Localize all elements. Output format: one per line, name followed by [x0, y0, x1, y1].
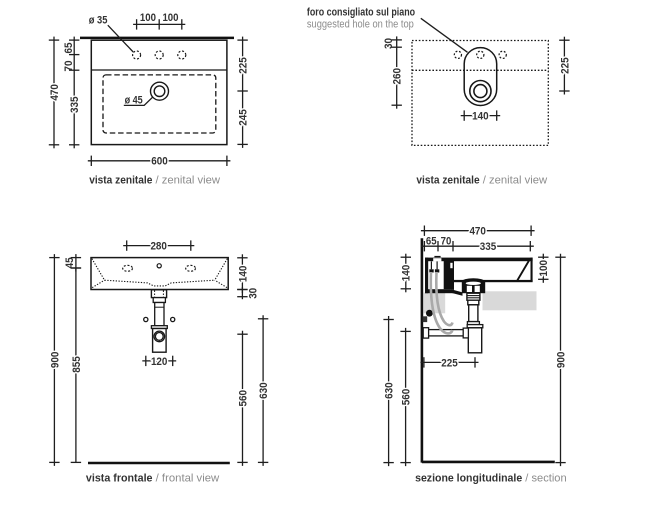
svg-text:suggested hole on the top: suggested hole on the top	[307, 18, 414, 30]
svg-text:70: 70	[441, 235, 452, 247]
svg-text:280: 280	[150, 241, 167, 253]
svg-text:560: 560	[401, 389, 413, 406]
svg-text:630: 630	[384, 382, 396, 399]
svg-text:45: 45	[64, 257, 76, 268]
svg-text:600: 600	[151, 156, 168, 168]
svg-text:140: 140	[401, 265, 413, 282]
svg-text:70: 70	[63, 61, 75, 72]
svg-text:245: 245	[238, 109, 250, 126]
svg-text:560: 560	[237, 390, 249, 407]
svg-text:/ zenital view: / zenital view	[152, 175, 220, 187]
svg-text:/ section: / section	[522, 473, 567, 485]
svg-text:65: 65	[426, 235, 437, 247]
svg-text:225: 225	[238, 57, 250, 74]
svg-text:/ zenital view: / zenital view	[480, 175, 548, 187]
svg-text:630: 630	[258, 382, 270, 399]
svg-text:225: 225	[441, 357, 458, 369]
svg-text:470: 470	[469, 226, 486, 238]
svg-text:855: 855	[71, 356, 83, 373]
svg-text:vista zenitale: vista zenitale	[89, 175, 152, 187]
svg-text:30: 30	[247, 288, 259, 299]
svg-text:120: 120	[151, 356, 168, 368]
svg-text:100: 100	[140, 12, 156, 24]
svg-text:260: 260	[392, 68, 404, 85]
svg-text:470: 470	[49, 84, 61, 101]
svg-text:foro consigliato sul piano: foro consigliato sul piano	[307, 6, 415, 18]
svg-text:/ frontal view: / frontal view	[153, 473, 220, 485]
svg-text:900: 900	[555, 352, 567, 369]
svg-text:ø 35: ø 35	[89, 15, 108, 27]
svg-text:335: 335	[480, 241, 497, 253]
svg-text:335: 335	[69, 96, 81, 113]
svg-text:sezione longitudinale: sezione longitudinale	[415, 473, 522, 485]
svg-text:140: 140	[472, 111, 489, 123]
svg-text:900: 900	[49, 352, 61, 369]
svg-text:65: 65	[63, 43, 75, 54]
svg-text:140: 140	[237, 266, 249, 283]
svg-text:vista zenitale: vista zenitale	[416, 175, 479, 187]
svg-text:ø 45: ø 45	[125, 95, 143, 107]
svg-text:vista frontale: vista frontale	[86, 473, 153, 485]
svg-text:225: 225	[559, 57, 571, 74]
svg-text:30: 30	[383, 38, 395, 49]
svg-text:100: 100	[162, 12, 178, 24]
svg-text:100: 100	[538, 260, 550, 277]
